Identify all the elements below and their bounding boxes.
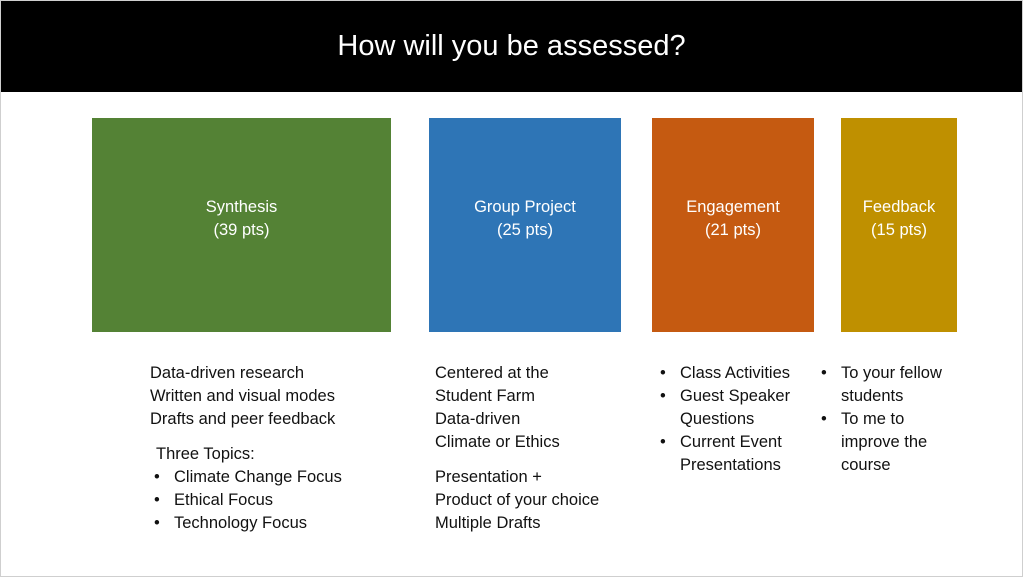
detail-line: Data-driven xyxy=(435,410,521,428)
box-points: (25 pts) xyxy=(497,221,553,239)
item-text: To your fellow xyxy=(841,364,942,382)
item-text: improve the xyxy=(841,433,928,451)
box-label: Group Project xyxy=(474,198,576,216)
item-text: Current Event xyxy=(680,433,782,451)
box-points: (39 pts) xyxy=(213,221,270,239)
item-text: Guest Speaker xyxy=(680,387,791,405)
box-label: Engagement xyxy=(686,198,780,216)
slide-title: How will you be assessed? xyxy=(337,30,686,62)
engagement-details: Class Activities Guest SpeakerQuestions … xyxy=(656,362,790,477)
detail-line: Written and visual modes xyxy=(150,387,335,405)
group-project-box: Group Project (25 pts) xyxy=(429,118,621,332)
item-text: Questions xyxy=(680,410,755,428)
box-points: (15 pts) xyxy=(871,221,927,239)
detail-line: Drafts and peer feedback xyxy=(150,410,336,428)
detail-line: Data-driven research xyxy=(150,364,305,382)
synthesis-details: Data-driven research Written and visual … xyxy=(150,362,342,535)
detail-line: Climate or Ethics xyxy=(435,433,560,451)
list-item: To me to improve the course xyxy=(817,408,942,477)
box-label: Feedback xyxy=(862,198,936,216)
detail-line: Presentation + xyxy=(435,468,542,486)
detail-line: Student Farm xyxy=(435,387,535,405)
detail-line: Multiple Drafts xyxy=(435,514,541,532)
topics-list: Climate Change Focus Ethical Focus Techn… xyxy=(150,466,342,535)
item-text: To me to xyxy=(841,410,905,428)
engagement-box: Engagement (21 pts) xyxy=(652,118,814,332)
slide-title-bar: How will you be assessed? xyxy=(1,1,1022,92)
list-item: To your fellow students xyxy=(817,362,942,408)
item-text: Class Activities xyxy=(680,364,791,382)
list-item: Technology Focus xyxy=(150,512,342,535)
detail-line: Centered at the xyxy=(435,364,549,382)
box-label: Synthesis xyxy=(205,198,278,216)
feedback-box: Feedback (15 pts) xyxy=(841,118,957,332)
detail-line: Product of your choice xyxy=(435,491,600,509)
list-item: Class Activities xyxy=(656,362,790,385)
item-text: students xyxy=(841,387,904,405)
synthesis-box: Synthesis (39 pts) xyxy=(92,118,391,332)
feedback-details: To your fellow students To me to improve t… xyxy=(817,362,942,477)
box-points: (21 pts) xyxy=(705,221,761,239)
group-project-details: Centered at the Student Farm Data-driven… xyxy=(435,362,599,535)
item-text: Presentations xyxy=(680,456,781,474)
list-item: Climate Change Focus xyxy=(150,466,342,489)
item-text: course xyxy=(841,456,891,474)
topics-heading: Three Topics: xyxy=(156,445,255,463)
list-item: Ethical Focus xyxy=(150,489,342,512)
